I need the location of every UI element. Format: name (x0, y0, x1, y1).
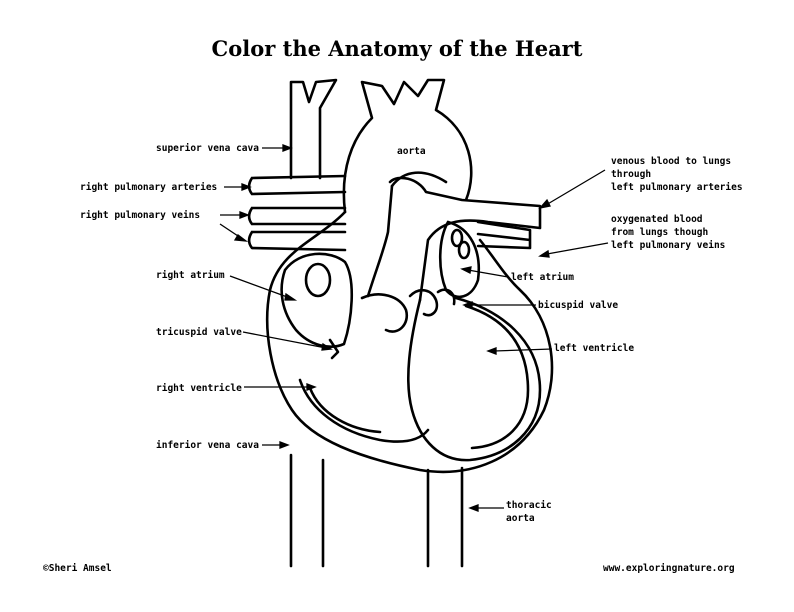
right-pulmonary-arteries-shape (247, 174, 347, 196)
label-thoracic-aorta: thoracic aorta (506, 500, 552, 524)
label-oxygenated-blood: oxygenated blood from lungs though left … (611, 214, 726, 251)
right-pulmonary-veins-shape (247, 206, 347, 252)
right-atrium-shape (280, 252, 354, 348)
copyright-text: ©Sheri Amsel (43, 563, 112, 574)
label-right-pulmonary-arteries: right pulmonary arteries (80, 182, 218, 193)
label-right-ventricle: right ventricle (156, 383, 242, 394)
website-text: www.exploringnature.org (603, 563, 735, 574)
inferior-vena-cava-shape (289, 453, 325, 568)
label-inferior-vena-cava: inferior vena cava (156, 440, 259, 451)
label-right-atrium: right atrium (156, 270, 225, 281)
right-ventricle-shape (298, 378, 430, 443)
aortic-arch-shape (342, 78, 473, 214)
page-title: Color the Anatomy of the Heart (211, 36, 583, 61)
left-ventricle-shape (407, 296, 542, 462)
label-tricuspid-valve: tricuspid valve (156, 327, 242, 338)
superior-vena-cava-shape (289, 78, 338, 180)
label-aorta: aorta (397, 146, 426, 157)
label-right-pulmonary-veins: right pulmonary veins (80, 210, 201, 221)
pulmonary-trunk-shape (388, 176, 542, 302)
label-left-atrium: left atrium (511, 272, 574, 283)
label-left-ventricle: left ventricle (554, 343, 635, 354)
thoracic-aorta-shape (426, 466, 464, 568)
label-bicuspid-valve: bicuspid valve (538, 300, 619, 311)
left-atrium-shape (438, 220, 481, 299)
label-superior-vena-cava: superior vena cava (156, 143, 259, 154)
label-venous-blood: venous blood to lungs through left pulmo… (611, 156, 743, 193)
